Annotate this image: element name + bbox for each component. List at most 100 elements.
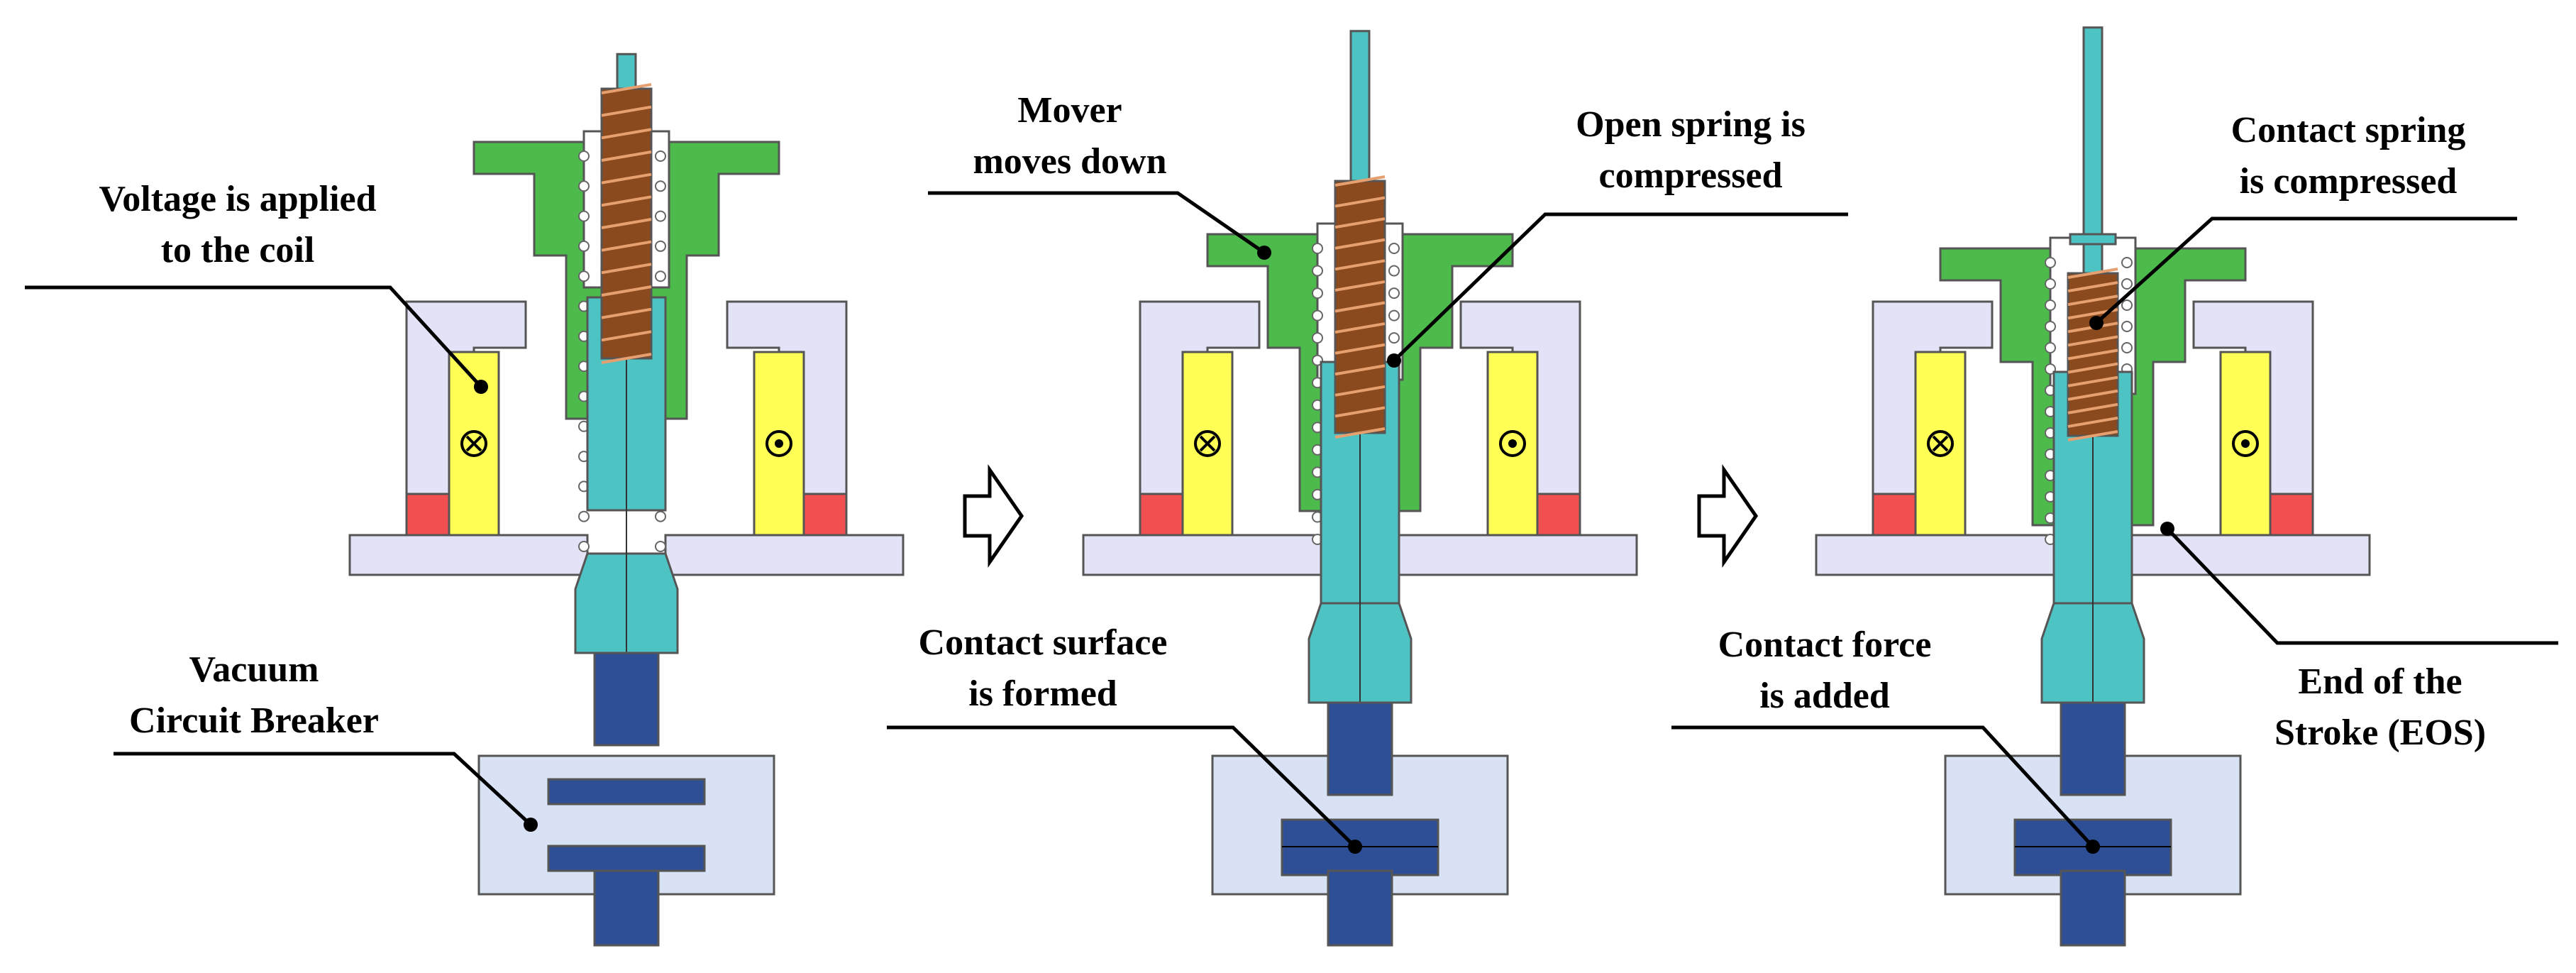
leader-dot <box>524 818 538 832</box>
contact-force-added-label: Contact force is added <box>1718 625 1932 716</box>
leader-line <box>2095 216 2517 324</box>
leader-line <box>114 752 532 826</box>
moving-contact <box>547 778 706 806</box>
magnet-left <box>1872 493 1917 537</box>
open-spring-coil-left <box>1312 265 1323 277</box>
contact-surface-formed-label-line: is formed <box>968 674 1117 714</box>
open-spring-coil-right <box>1388 243 1400 254</box>
open-spring-coil-left <box>578 180 590 192</box>
open-spring-compressed-label-line: compressed <box>1598 155 1782 196</box>
actuator-stage-3 <box>1815 26 2371 947</box>
open-spring-coil-left <box>2045 321 2056 332</box>
open-spring-coil-left <box>578 270 590 282</box>
right-arrow-icon <box>963 463 1024 568</box>
open-spring-coil-left <box>1312 287 1323 299</box>
open-spring-coil-left <box>578 210 590 222</box>
current-into-page-icon <box>1927 430 1954 457</box>
open-spring-coil-left <box>2045 299 2056 311</box>
current-out-of-page-icon <box>2232 430 2259 457</box>
contact-spring-compressed-label: Contact spring is compressed <box>2231 110 2466 202</box>
mover-moves-down-label: Mover moves down <box>973 90 1166 182</box>
moving-contact-stem <box>2060 701 2126 796</box>
magnet-right <box>1536 493 1581 537</box>
fixed-contact-stem <box>1327 869 1393 947</box>
open-spring-coil-left <box>1312 243 1323 254</box>
leader-line <box>1671 725 2094 848</box>
current-out-of-page-icon <box>765 430 792 457</box>
end-of-stroke-label-line: End of the <box>2298 661 2462 702</box>
fixed-contact-stem <box>2060 869 2126 947</box>
base-plate-right <box>2130 534 2371 576</box>
leader-line <box>887 725 1356 848</box>
base-plate-left <box>348 534 589 576</box>
open-spring-coil-right <box>655 270 666 282</box>
cross-mark-icon <box>465 435 482 452</box>
coil-right <box>1486 351 1539 537</box>
open-spring-coil-left <box>2045 278 2056 290</box>
vacuum-circuit-breaker-label-line: Vacuum <box>189 649 319 690</box>
magnet-right <box>2269 493 2314 537</box>
open-spring-compressed-label: Open spring is compressed <box>1576 104 1806 196</box>
contact-spring-turns <box>601 83 652 364</box>
open-spring-coil-right <box>655 510 666 522</box>
leader-dot <box>2089 316 2104 330</box>
contact-force-added-label-line: is added <box>1759 676 1890 716</box>
magnet-left <box>1139 493 1184 537</box>
magnet-right <box>802 493 848 537</box>
open-spring-coil-right <box>2121 299 2133 311</box>
open-spring-coil-right <box>1388 265 1400 277</box>
current-into-page-icon <box>460 430 487 457</box>
open-spring-compressed-label-line: Open spring is <box>1576 104 1806 145</box>
magnet-left <box>405 493 450 537</box>
open-spring-coil-right <box>655 541 666 552</box>
dot-mark-icon <box>775 439 783 448</box>
open-spring-coil-left <box>578 510 590 522</box>
leader-dot <box>474 380 488 394</box>
current-into-page-icon <box>1194 430 1221 457</box>
actuator-stage-2 <box>1082 30 1638 947</box>
open-spring-coil-right <box>2121 257 2133 268</box>
leader-dot <box>2086 840 2100 854</box>
coil-voltage-label-line: Voltage is applied <box>99 179 376 219</box>
leader-line <box>25 285 482 388</box>
open-spring-coil-right <box>655 150 666 162</box>
base-plate-right <box>664 534 905 576</box>
mover-moves-down-label-line: moves down <box>973 141 1166 182</box>
leader-dot <box>2160 522 2174 536</box>
contact-spring-compressed-label-line: is compressed <box>2240 161 2458 202</box>
open-spring-coil-right <box>655 240 666 252</box>
contact-spring-compressed-label-line: Contact spring <box>2231 110 2466 150</box>
mover-moves-down-label-line: Mover <box>1017 90 1122 131</box>
open-spring-coil-right <box>655 180 666 192</box>
rod-collar <box>2069 233 2117 246</box>
open-spring-coil-right <box>1388 309 1400 321</box>
moving-contact-stem <box>1327 701 1393 796</box>
fixed-contact-stem <box>593 869 660 947</box>
open-spring-coil-right <box>1388 332 1400 344</box>
leader-dot <box>1257 246 1271 260</box>
right-arrow-icon <box>1697 463 1759 568</box>
contact-force-added-label-line: Contact force <box>1718 625 1932 665</box>
leader-dot <box>1387 353 1401 368</box>
dot-mark-icon <box>2241 439 2250 448</box>
fixed-contact <box>547 845 706 872</box>
moving-contact-stem <box>593 652 660 747</box>
base-plate-left <box>1815 534 2055 576</box>
leader-dot <box>1348 840 1362 854</box>
leader-line <box>2166 527 2558 645</box>
leader-line <box>1393 212 1848 362</box>
open-spring-coil-left <box>578 541 590 552</box>
open-spring-coil-left <box>1312 332 1323 344</box>
cross-mark-icon <box>1932 435 1949 452</box>
vacuum-circuit-breaker-label-line: Circuit Breaker <box>129 700 379 741</box>
leader-line <box>928 191 1266 255</box>
open-spring-coil-right <box>2121 342 2133 353</box>
open-spring-coil-left <box>1312 309 1323 321</box>
end-of-stroke-label-line: Stroke (EOS) <box>2274 713 2486 753</box>
actuator-stage-1 <box>348 53 905 947</box>
